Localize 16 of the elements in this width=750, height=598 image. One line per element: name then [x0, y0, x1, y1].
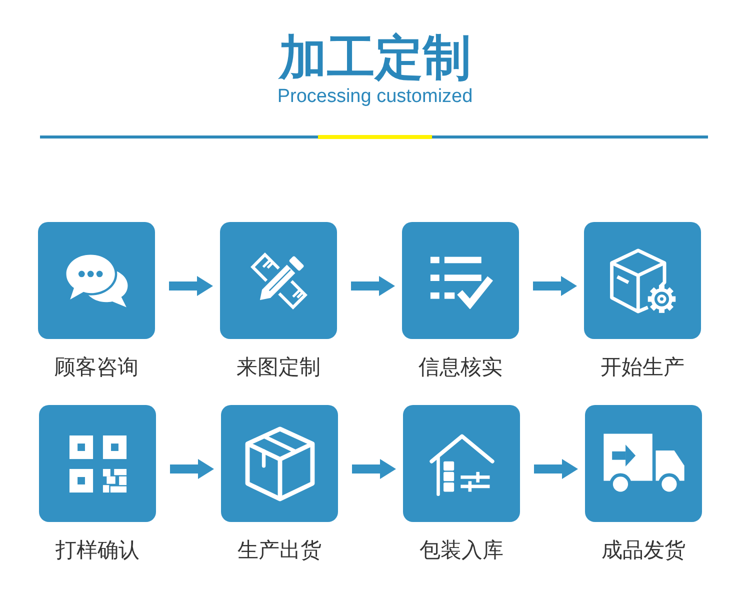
arrow [169, 276, 213, 296]
arrow [533, 276, 577, 296]
subtitle: Processing customized [277, 86, 473, 107]
arrow [534, 459, 578, 479]
step-label: 顾客咨询 [54, 354, 140, 380]
step-label: 来图定制 [236, 354, 322, 380]
step-label: 打样确认 [54, 537, 140, 563]
step-label: 生产出货 [236, 537, 322, 563]
arrow [352, 459, 396, 479]
title: 加工定制 [279, 30, 471, 86]
arrow [170, 459, 214, 479]
step-label: 信息核实 [418, 354, 504, 380]
step-label: 成品发货 [600, 537, 686, 563]
step-label: 开始生产 [600, 354, 686, 380]
arrow [351, 276, 395, 296]
step-label: 包装入库 [418, 537, 504, 563]
